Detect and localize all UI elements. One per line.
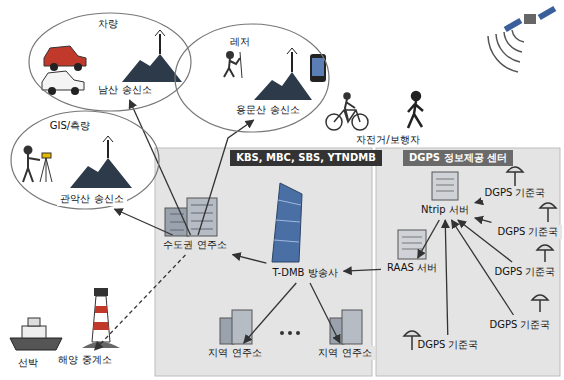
dgps-panel-ground: [376, 148, 560, 376]
station-label-box: RAAS 서버: [384, 261, 440, 275]
connector-arrow: [344, 269, 381, 271]
connector-arrow: [244, 283, 296, 343]
connector-arrow: [114, 209, 172, 235]
station-label: 용문산 송신소: [233, 103, 302, 117]
service-area-ellipse: 레저용문산 송신소: [174, 23, 330, 133]
station-label-box: 수도권 연주소: [160, 238, 229, 252]
service-area-ellipse: 차량남산 송신소: [28, 12, 192, 112]
connector-arrow: [310, 283, 340, 343]
service-area-ellipse: GIS/측량관악산 송신소: [10, 110, 160, 210]
connector-arrow: [130, 100, 191, 235]
station-label-box: 해양 중계소: [55, 353, 114, 367]
station-label: 관악산 송신소: [57, 192, 126, 206]
station-label: DGPS 기준국: [414, 338, 481, 352]
station-label: 해양 중계소: [55, 353, 114, 367]
station-label-box: Ntrip 서버: [418, 203, 472, 217]
tdmb-tower: [272, 183, 302, 262]
station-label-box: T-DMB 방송사: [269, 266, 340, 280]
station-label-box: 관악산 송신소: [57, 192, 126, 206]
station-label: T-DMB 방송사: [269, 266, 340, 280]
station-label-box: 지역 연주소: [315, 346, 374, 360]
ship: [10, 318, 62, 350]
station-label-box: DGPS 기준국: [494, 225, 561, 239]
dgps-antenna: [404, 167, 556, 350]
connector-arrow: [475, 201, 479, 203]
station-label: RAAS 서버: [384, 261, 440, 275]
station-label: 지역 연주소: [205, 346, 264, 360]
station-label: DGPS 기준국: [481, 186, 548, 200]
station-label: DGPS 기준국: [494, 225, 561, 239]
satellite: [488, 6, 556, 72]
area-heading: DGPS 정보제공 센터: [403, 150, 513, 166]
connector-arrow: [198, 120, 254, 235]
regional-studio: [220, 310, 362, 344]
station-label-box: 남산 송신소: [95, 83, 154, 97]
area-heading: 레저: [227, 35, 253, 49]
pedestrian: [408, 92, 423, 128]
station-label-box: DGPS 기준국: [491, 265, 558, 279]
area-heading: KBS, MBC, SBS, YTNDMB: [230, 150, 382, 166]
station-label-box: DGPS 기준국: [481, 186, 548, 200]
surveyor: [23, 147, 52, 183]
area-heading: 차량: [95, 17, 121, 31]
station-label: Ntrip 서버: [418, 203, 472, 217]
hiker: [224, 52, 242, 78]
bicycle: [326, 93, 368, 130]
connector-arrow: [445, 220, 448, 335]
connector-arrow: [475, 218, 492, 222]
text-label: 선박: [15, 356, 41, 370]
station-label-box: DGPS 기준국: [414, 338, 481, 352]
area-heading: GIS/측량: [47, 119, 93, 133]
connector-arrow: [418, 220, 440, 258]
station-label: DGPS 기준국: [486, 318, 553, 332]
station-label-box: DGPS 기준국: [486, 318, 553, 332]
station-label-box: 용문산 송신소: [233, 103, 302, 117]
broadcast-panel-ground: [155, 148, 372, 376]
station-label-box: 지역 연주소: [205, 346, 264, 360]
connector-arrow: [95, 255, 186, 350]
studio-building: [165, 198, 217, 236]
system-panel: DGPS 정보제공 센터 Ntrip 서버 RAAS 서버 DGPS 기준국 DGPS …: [376, 148, 560, 376]
connector-arrow: [233, 255, 267, 264]
station-label: DGPS 기준국: [491, 265, 558, 279]
station-label: 수도권 연주소: [160, 238, 229, 252]
car: [42, 46, 86, 95]
station-label: 남산 송신소: [95, 83, 154, 97]
system-panel: KBS, MBC, SBS, YTNDMB수도권 연주소T-DMB 방송사지역 …: [155, 148, 372, 376]
text-label: 자전거/보행자: [353, 133, 422, 147]
lighthouse: [82, 288, 120, 348]
station-label: 지역 연주소: [315, 346, 374, 360]
